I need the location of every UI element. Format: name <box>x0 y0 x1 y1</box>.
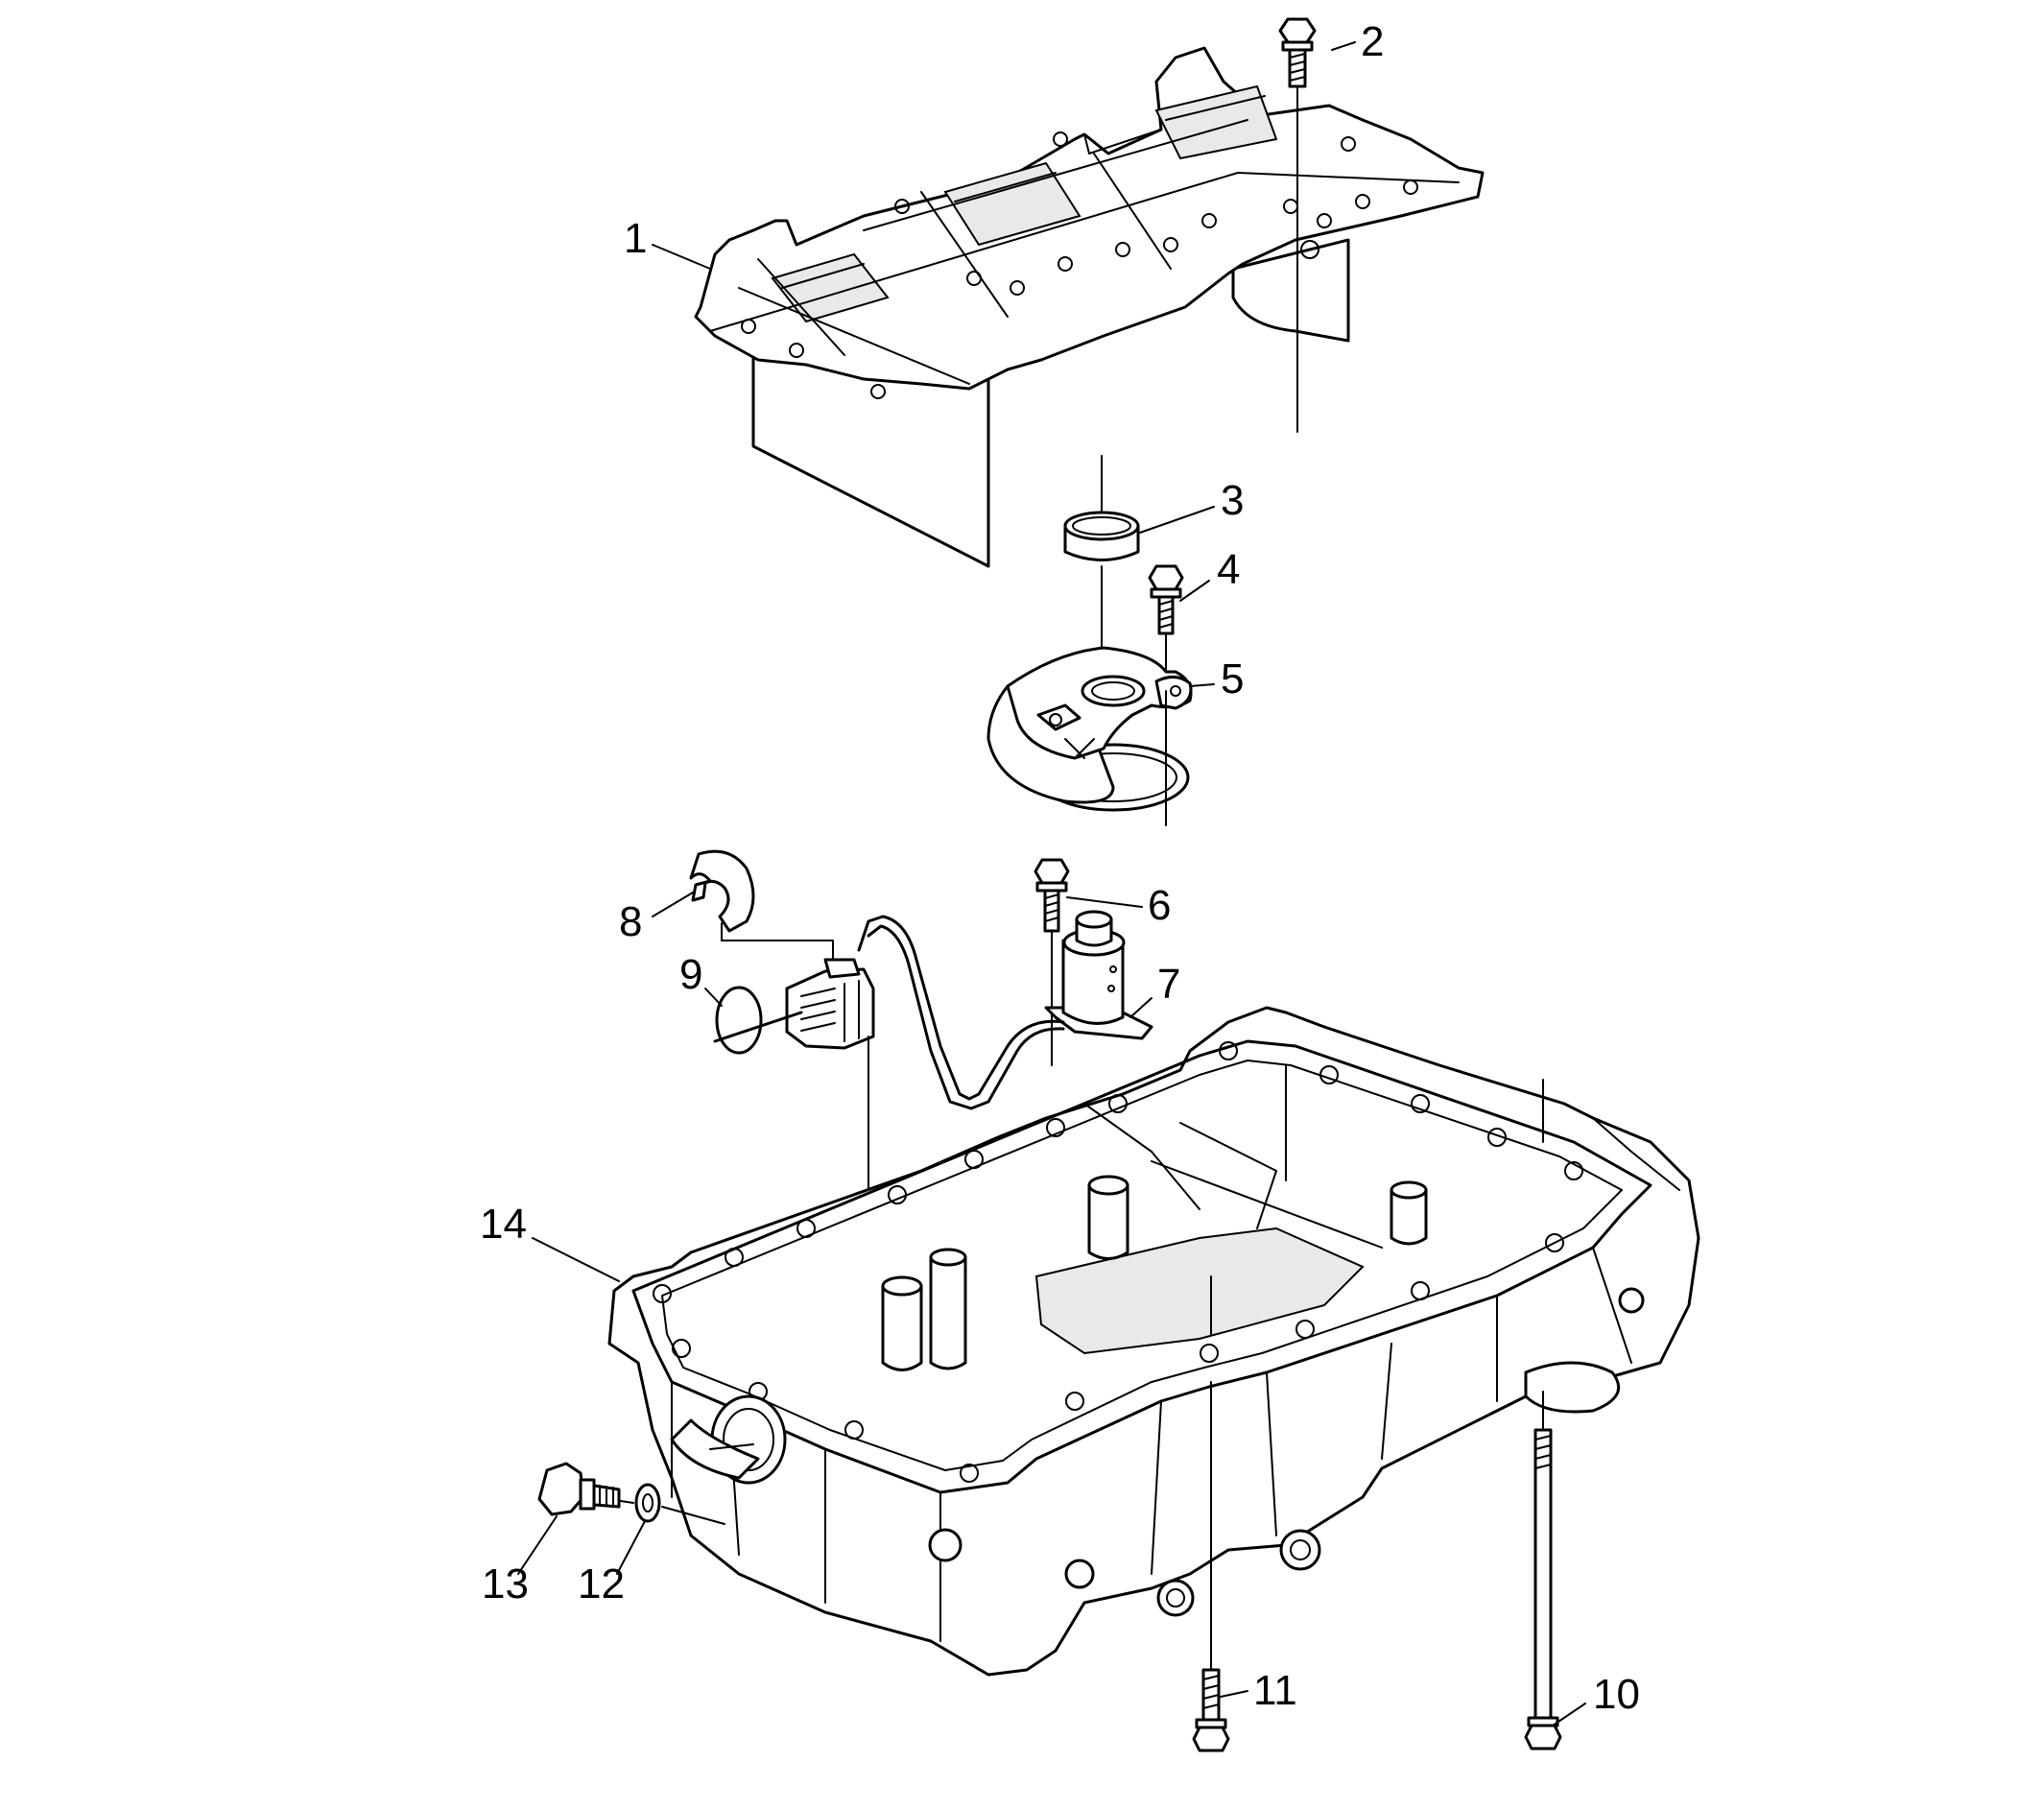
leader-7 <box>1129 997 1153 1018</box>
drain-plug-part <box>537 1462 621 1516</box>
callout-6: 6 <box>1148 882 1171 929</box>
leader-8 <box>652 892 694 917</box>
deflector-bolt-part <box>1278 17 1317 433</box>
callout-11: 11 <box>1253 1667 1297 1714</box>
leader-6 <box>1066 896 1143 908</box>
pan-flange-holes <box>653 1041 1583 1483</box>
callout-7: 7 <box>1157 961 1180 1008</box>
leader-11 <box>1220 1690 1248 1698</box>
oil-level-sensor-part <box>857 910 1153 1110</box>
long-pan-bolt-part <box>1524 1391 1562 1750</box>
callout-2: 2 <box>1361 18 1384 65</box>
leader-3 <box>1139 506 1215 534</box>
callout-1: 1 <box>624 215 647 262</box>
seal-ring-part <box>1063 455 1140 673</box>
callout-labels: 1 2 3 4 5 6 7 8 9 10 11 12 13 14 <box>480 18 1640 1718</box>
callout-14: 14 <box>480 1201 527 1248</box>
callout-12: 12 <box>578 1560 625 1608</box>
callout-8: 8 <box>619 898 642 945</box>
callout-4: 4 <box>1217 546 1240 593</box>
callout-5: 5 <box>1221 655 1244 703</box>
oil-pump-screen-part <box>986 646 1193 826</box>
retainer-clip-part <box>689 849 834 961</box>
leader-2 <box>1331 41 1356 51</box>
o-ring-part <box>715 986 763 1055</box>
callout-10: 10 <box>1593 1671 1640 1718</box>
callout-3: 3 <box>1221 477 1244 524</box>
callout-13: 13 <box>482 1560 529 1608</box>
leader-12 <box>616 1520 646 1575</box>
sensor-bolt-part <box>1034 858 1070 1066</box>
leader-4 <box>1179 580 1210 602</box>
pickup-bolt-part <box>1148 564 1184 673</box>
leader-5 <box>1189 683 1215 687</box>
leader-1 <box>652 244 711 270</box>
oil-deflector-part <box>694 46 1485 568</box>
short-pan-bolt-part <box>1192 1429 1230 1752</box>
leader-14 <box>532 1237 620 1282</box>
callout-9: 9 <box>679 951 702 998</box>
callout-leaders <box>517 41 1586 1727</box>
leader-13 <box>517 1515 558 1575</box>
leader-9 <box>704 988 723 1007</box>
oil-pan-part <box>607 1006 1700 1677</box>
leader-10 <box>1552 1703 1586 1727</box>
